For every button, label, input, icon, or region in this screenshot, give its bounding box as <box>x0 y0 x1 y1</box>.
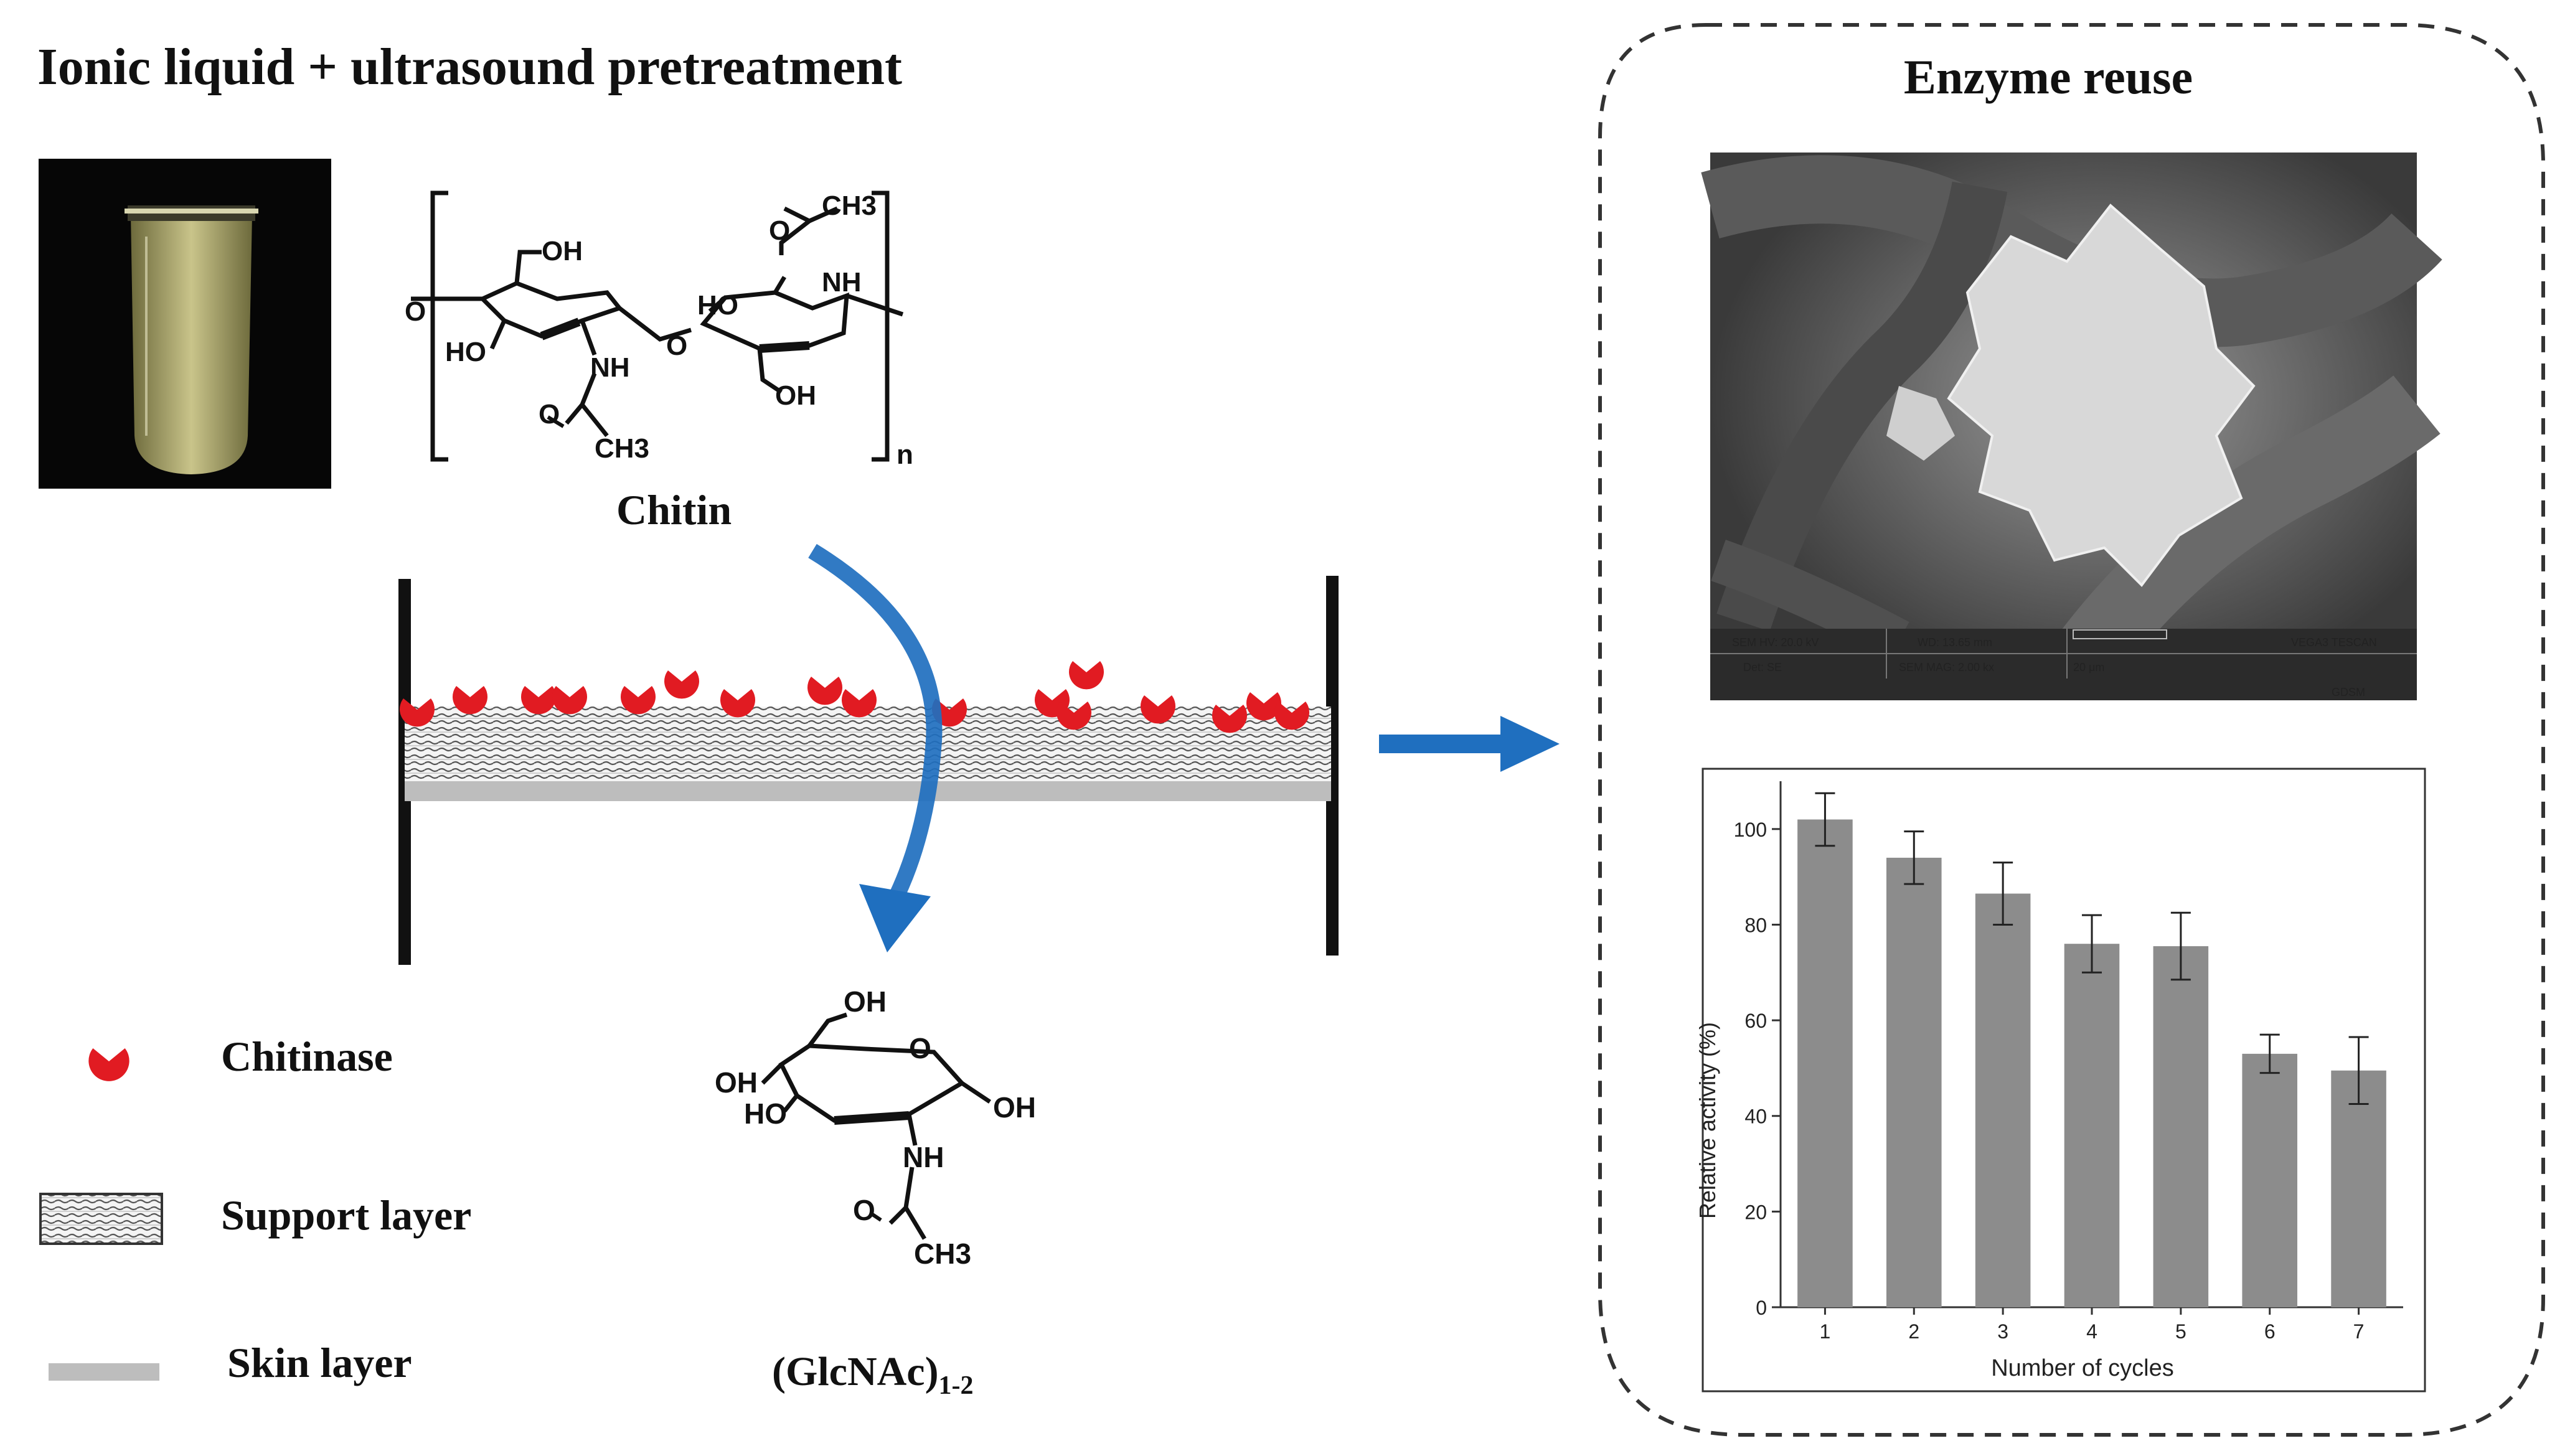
sem-wd-text: WD: 13.65 mm <box>1918 636 1992 649</box>
bar <box>2064 944 2120 1307</box>
chitin-label: Chitin <box>616 486 732 533</box>
x-tick-label: 4 <box>2086 1320 2097 1343</box>
chitin-nh-a-label: NH <box>590 352 630 383</box>
support-layer-legend-icon <box>39 1193 163 1245</box>
bar <box>1975 893 2031 1307</box>
glcnac-structure <box>761 1012 991 1240</box>
chitinase-icon <box>807 677 842 705</box>
glcnac-oh-right-label: OH <box>993 1091 1036 1124</box>
chitin-o-end-label: O <box>405 296 426 327</box>
x-tick-label: 7 <box>2353 1320 2365 1343</box>
sem-scale-text: 20 μm <box>2073 661 2104 674</box>
glcnac-o-acyl-label: O <box>853 1194 875 1226</box>
skin-layer <box>405 781 1331 801</box>
page-title: Ionic liquid + ultrasound pretreatment <box>37 38 902 96</box>
bar <box>2242 1053 2297 1307</box>
enzyme-reuse-panel <box>1598 23 2545 1437</box>
y-tick-label: 80 <box>1744 914 1767 936</box>
bar <box>1797 819 1853 1307</box>
sem-det-text: Det: SE <box>1743 661 1782 674</box>
y-tick-label: 20 <box>1744 1201 1767 1223</box>
arrow-right-icon <box>1379 716 1560 772</box>
legend-chitinase-label: Chitinase <box>221 1033 393 1080</box>
y-tick-label: 40 <box>1744 1106 1767 1128</box>
chitin-atom-labels: CH3 O NH HO OH OH HO NH O CH3 O O n <box>405 190 913 470</box>
skin-layer-legend-icon <box>49 1363 159 1381</box>
legend: Chitinase Support layer Skin layer <box>39 1033 471 1386</box>
chitin-ho-b-label: HO <box>697 290 738 321</box>
chitin-oh-b-label: OH <box>775 380 816 411</box>
bar <box>2331 1070 2386 1307</box>
sem-lab-text: GDSM <box>2332 686 2365 698</box>
product-label: (GlcNAc)1-2 <box>772 1349 974 1400</box>
chitin-o-link-label: O <box>666 331 687 361</box>
bar <box>2153 946 2209 1307</box>
sem-scale-bar <box>2073 629 2167 639</box>
chitin-ch3-b-label: CH3 <box>595 433 649 464</box>
glcnac-nh-label: NH <box>903 1141 944 1173</box>
x-tick-label: 5 <box>2175 1320 2186 1343</box>
chitin-ho-a-label: HO <box>445 337 486 367</box>
chitinase-icon <box>1069 661 1104 690</box>
flow-arrow-icon <box>808 543 943 952</box>
panel-title: Enzyme reuse <box>1904 50 2193 104</box>
chitinase-legend-icon <box>88 1048 129 1081</box>
y-tick-label: 60 <box>1744 1010 1767 1032</box>
y-tick-label: 0 <box>1756 1297 1767 1319</box>
legend-support-label: Support layer <box>221 1191 471 1239</box>
sample-tube-photo <box>39 159 331 489</box>
chitin-structure <box>411 190 904 462</box>
membrane-reactor <box>398 576 1339 965</box>
glcnac-ho-label: HO <box>744 1097 787 1130</box>
y-axis-label: Relative activity (%) <box>1695 1022 1720 1219</box>
glcnac-atom-labels: OH O OH HO OH NH O CH3 <box>715 985 1036 1270</box>
relative-activity-chart: 0 20 40 60 80 100 1 2 3 4 5 6 7 Number of cycles Rel… <box>1695 768 2426 1393</box>
x-tick-label: 6 <box>2264 1320 2276 1343</box>
chitinase-icon <box>664 670 699 699</box>
bar <box>1886 857 1942 1307</box>
chitin-ch3-top-label: CH3 <box>822 190 877 221</box>
x-axis-label: Number of cycles <box>1991 1355 2174 1381</box>
chitin-subscript-n: n <box>897 439 913 470</box>
sem-vendor-text: VEGA3 TESCAN <box>2291 636 2377 649</box>
sem-mag-text: SEM MAG: 2.00 kx <box>1899 661 1994 674</box>
x-tick-label: 3 <box>1997 1320 2008 1343</box>
chitin-oh-a-label: OH <box>542 236 583 266</box>
glcnac-oh-left-label: OH <box>715 1066 758 1099</box>
chitin-o-top-label: O <box>769 215 790 246</box>
sem-image: SEM HV: 20.0 kV WD: 13.65 mm VEGA3 TESCA… <box>1701 153 2442 700</box>
legend-skin-label: Skin layer <box>227 1339 412 1386</box>
support-layer <box>405 707 1331 781</box>
x-tick-label: 2 <box>1908 1320 1919 1343</box>
chitin-o-bottom-label: O <box>539 399 560 430</box>
glcnac-oh-top-label: OH <box>844 985 887 1018</box>
x-tick-label: 1 <box>1820 1320 1831 1343</box>
sem-hv-text: SEM HV: 20.0 kV <box>1732 636 1819 649</box>
y-tick-label: 100 <box>1734 819 1767 841</box>
chitin-nh-b-label: NH <box>822 267 862 298</box>
glcnac-o-ring-label: O <box>909 1032 931 1064</box>
glcnac-ch3-label: CH3 <box>914 1238 971 1270</box>
